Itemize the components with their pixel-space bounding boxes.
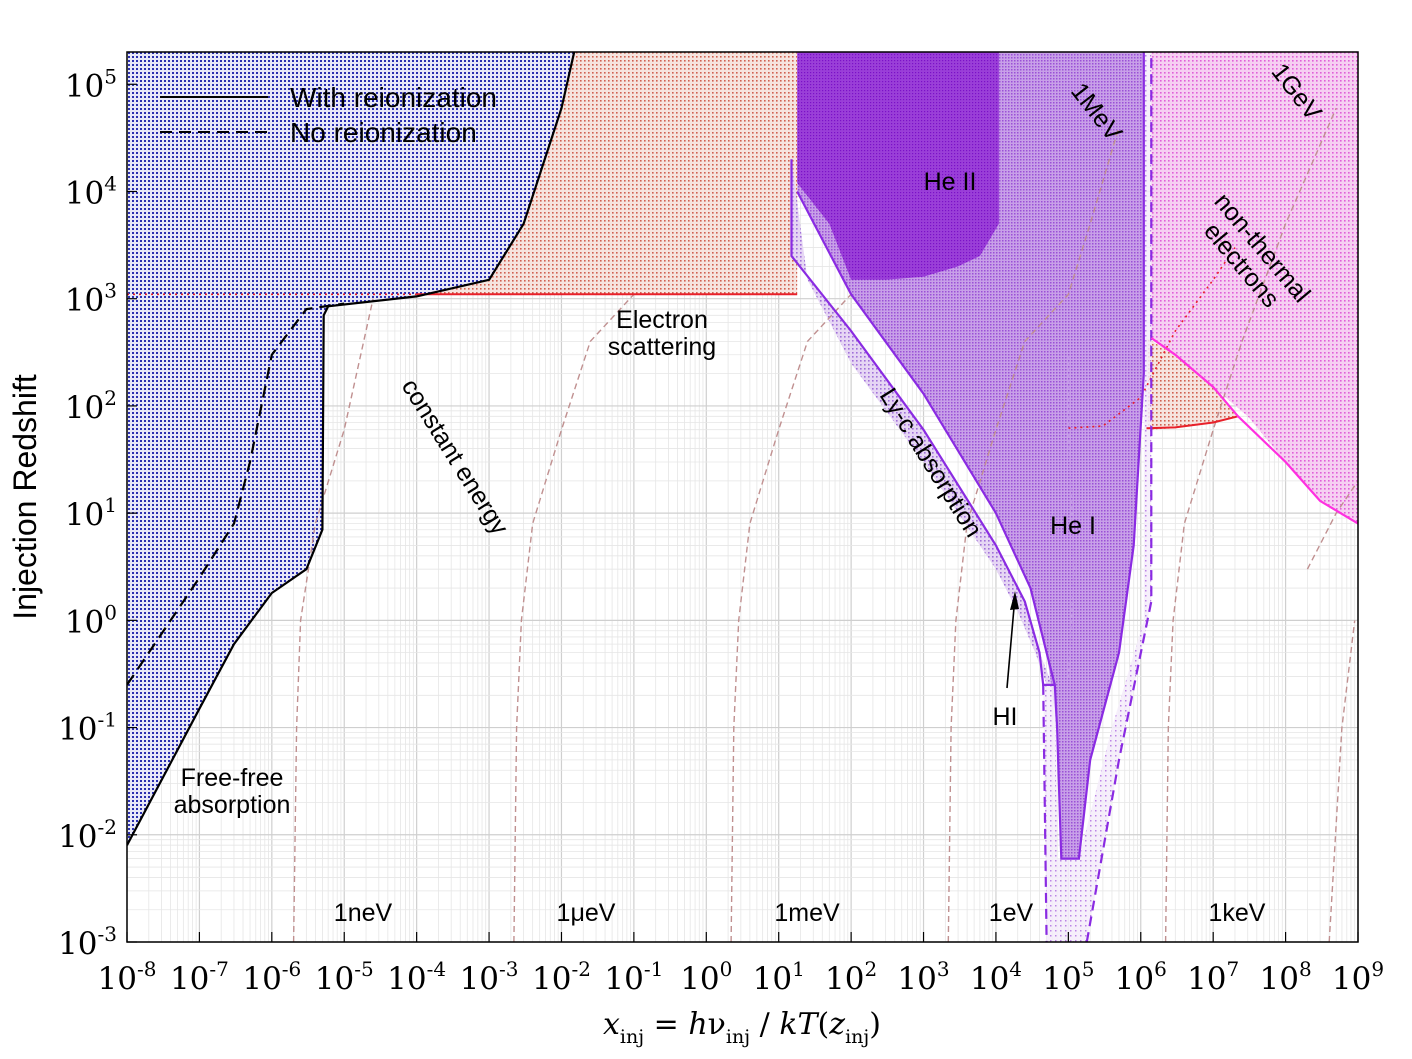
energy-marker-label: 1μeV (557, 899, 616, 927)
lyc-region (791, 159, 1053, 685)
y-tick-label: 104 (65, 171, 117, 211)
non-thermal-region (1151, 52, 1358, 524)
x-tick-label: 100 (680, 957, 732, 997)
constant-energy-line (947, 126, 1120, 942)
he-i-label: He I (1050, 512, 1096, 540)
free-free-region (127, 52, 575, 942)
x-tick-label: 10-8 (98, 957, 157, 997)
y-tick-label: 10-1 (58, 708, 117, 748)
constant-energy-line (1328, 620, 1356, 942)
electron-scattering-tail-boundary (1146, 415, 1239, 430)
he-i-no-reionization-region (1043, 52, 1152, 942)
free-free-boundary-no-reionization (127, 302, 345, 686)
x-tick-label: 105 (1042, 957, 1094, 997)
x-axis-title: xinj = hνinj / kT(zinj) (603, 1007, 881, 1048)
energy-marker-label: 1eV (989, 899, 1034, 927)
hi-label: HI (993, 703, 1018, 731)
hi-arrow-shaft (1006, 595, 1016, 689)
non-thermal-boundary (1150, 337, 1358, 525)
legend-label-with-reionization: With reionization (290, 82, 497, 113)
y-tick-label: 105 (65, 64, 117, 104)
y-tick-label: 10-2 (58, 815, 117, 855)
y-tick-label: 101 (65, 493, 117, 533)
x-tick-label: 10-5 (315, 957, 374, 997)
x-tick-label: 104 (970, 957, 1022, 997)
electron-scattering-tail (1146, 338, 1238, 430)
plot-frame (126, 51, 1359, 943)
y-tick-label: 102 (65, 386, 117, 426)
free-free-boundary-with-reionization (127, 52, 576, 846)
he-ii-label: He II (924, 168, 977, 196)
lyc-boundary (790, 159, 1055, 686)
constant-energy-line (1164, 107, 1337, 942)
x-tick-label: 10-2 (532, 957, 591, 997)
x-tick-label: 10-7 (170, 957, 229, 997)
he-i-boundary-no-reionization-right (1085, 52, 1153, 942)
energy-marker-label: 1neV (334, 899, 393, 927)
legend: With reionization No reionization (160, 82, 497, 148)
x-tick-label: 103 (897, 957, 949, 997)
boundary-lines (127, 52, 1358, 942)
x-tick-label: 101 (753, 957, 805, 997)
x-tick-label: 10-3 (460, 957, 519, 997)
x-tick-label: 10-4 (387, 957, 446, 997)
x-tick-label: 102 (825, 957, 877, 997)
x-tick-label: 10-6 (242, 957, 301, 997)
x-tick-label: 106 (1115, 957, 1167, 997)
x-tick-label: 107 (1187, 957, 1239, 997)
x-tick-label: 108 (1259, 957, 1311, 997)
x-tick-label: 10-1 (604, 957, 663, 997)
y-tick-label: 10-3 (58, 922, 117, 962)
he-i-boundary-no-reionization-left (1042, 684, 1048, 942)
hi-arrow-head (1010, 591, 1019, 610)
constant-energy-line (513, 293, 635, 942)
he-ii-region (797, 52, 999, 280)
energy-marker-label: 1keV (1209, 899, 1266, 927)
legend-label-no-reionization: No reionization (290, 117, 477, 148)
regions (127, 52, 1358, 942)
constant-energy-line (730, 293, 852, 942)
y-tick-label: 100 (65, 600, 117, 640)
constant-energy-line (1306, 480, 1358, 570)
energy-marker-label: 1meV (774, 899, 840, 927)
he-i-boundary (796, 52, 1145, 860)
x-tick-label: 109 (1332, 957, 1384, 997)
axis-ticks: 10-8 10-7 10-6 10-5 10-4 10-3 10-2 10-1 100 101 10… (58, 64, 1384, 997)
y-axis-title: Injection Redshift (7, 374, 43, 620)
constant-energy-line (292, 298, 374, 942)
y-tick-label: 103 (65, 279, 117, 319)
